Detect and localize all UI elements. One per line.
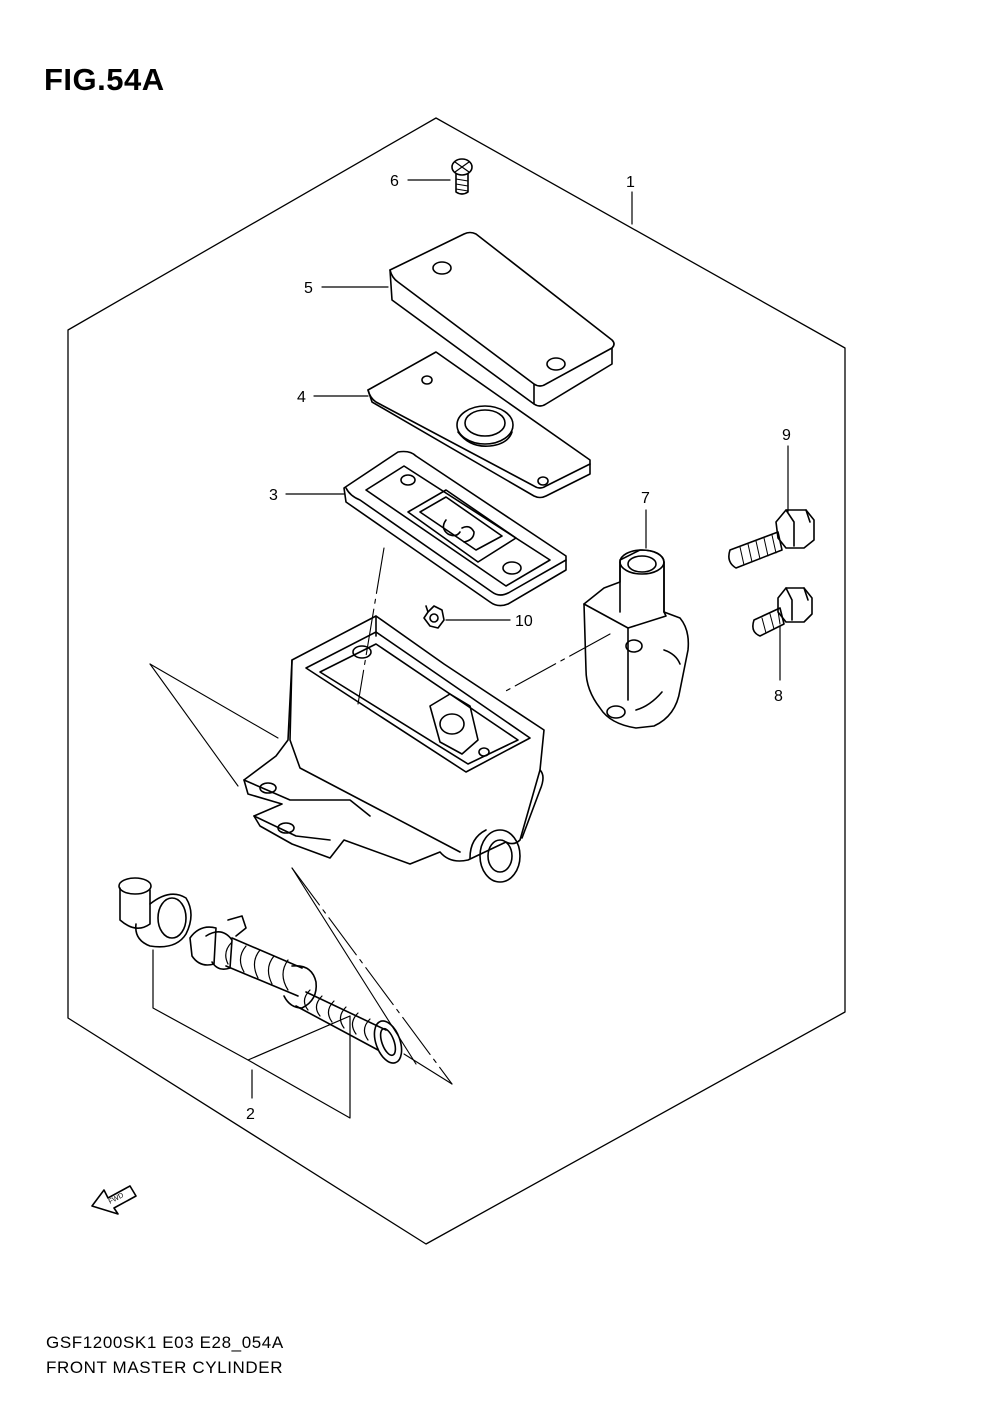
callout-5: 5 bbox=[304, 280, 313, 297]
callout-4: 4 bbox=[297, 389, 306, 406]
clamp-holder-part-7 bbox=[583, 549, 690, 729]
clip-part-10 bbox=[423, 605, 445, 629]
diagram-name: FRONT MASTER CYLINDER bbox=[46, 1358, 284, 1377]
alignment-lines bbox=[291, 547, 611, 1085]
callout-9: 9 bbox=[782, 427, 791, 444]
callout-10: 10 bbox=[515, 613, 533, 630]
callout-7: 7 bbox=[641, 490, 650, 507]
assembly-boundary bbox=[67, 117, 846, 1245]
master-cylinder-body bbox=[243, 615, 545, 883]
callout-3: 3 bbox=[269, 487, 278, 504]
bolt-part-8 bbox=[752, 587, 813, 637]
forward-arrow-icon: FWD bbox=[91, 1185, 137, 1215]
callout-6: 6 bbox=[390, 173, 399, 190]
leader-lines bbox=[152, 179, 789, 1119]
callout-2: 2 bbox=[246, 1106, 255, 1123]
callout-8: 8 bbox=[774, 688, 783, 705]
diaphragm-part-3 bbox=[343, 450, 567, 607]
callout-1: 1 bbox=[626, 174, 635, 191]
diaphragm-plate-part-4 bbox=[367, 351, 591, 499]
diagram-code: GSF1200SK1 E03 E28_054A bbox=[46, 1333, 284, 1352]
reservoir-cap-part-5 bbox=[389, 231, 615, 407]
figure-title: FIG.54A bbox=[44, 62, 165, 97]
screw-part-6 bbox=[451, 158, 473, 195]
callout-labels: 1 2 3 4 5 6 7 8 9 10 bbox=[246, 173, 791, 1123]
bolt-part-9 bbox=[728, 509, 815, 569]
assembly-pointers bbox=[149, 663, 453, 1085]
piston-set-part-2 bbox=[118, 877, 403, 1064]
